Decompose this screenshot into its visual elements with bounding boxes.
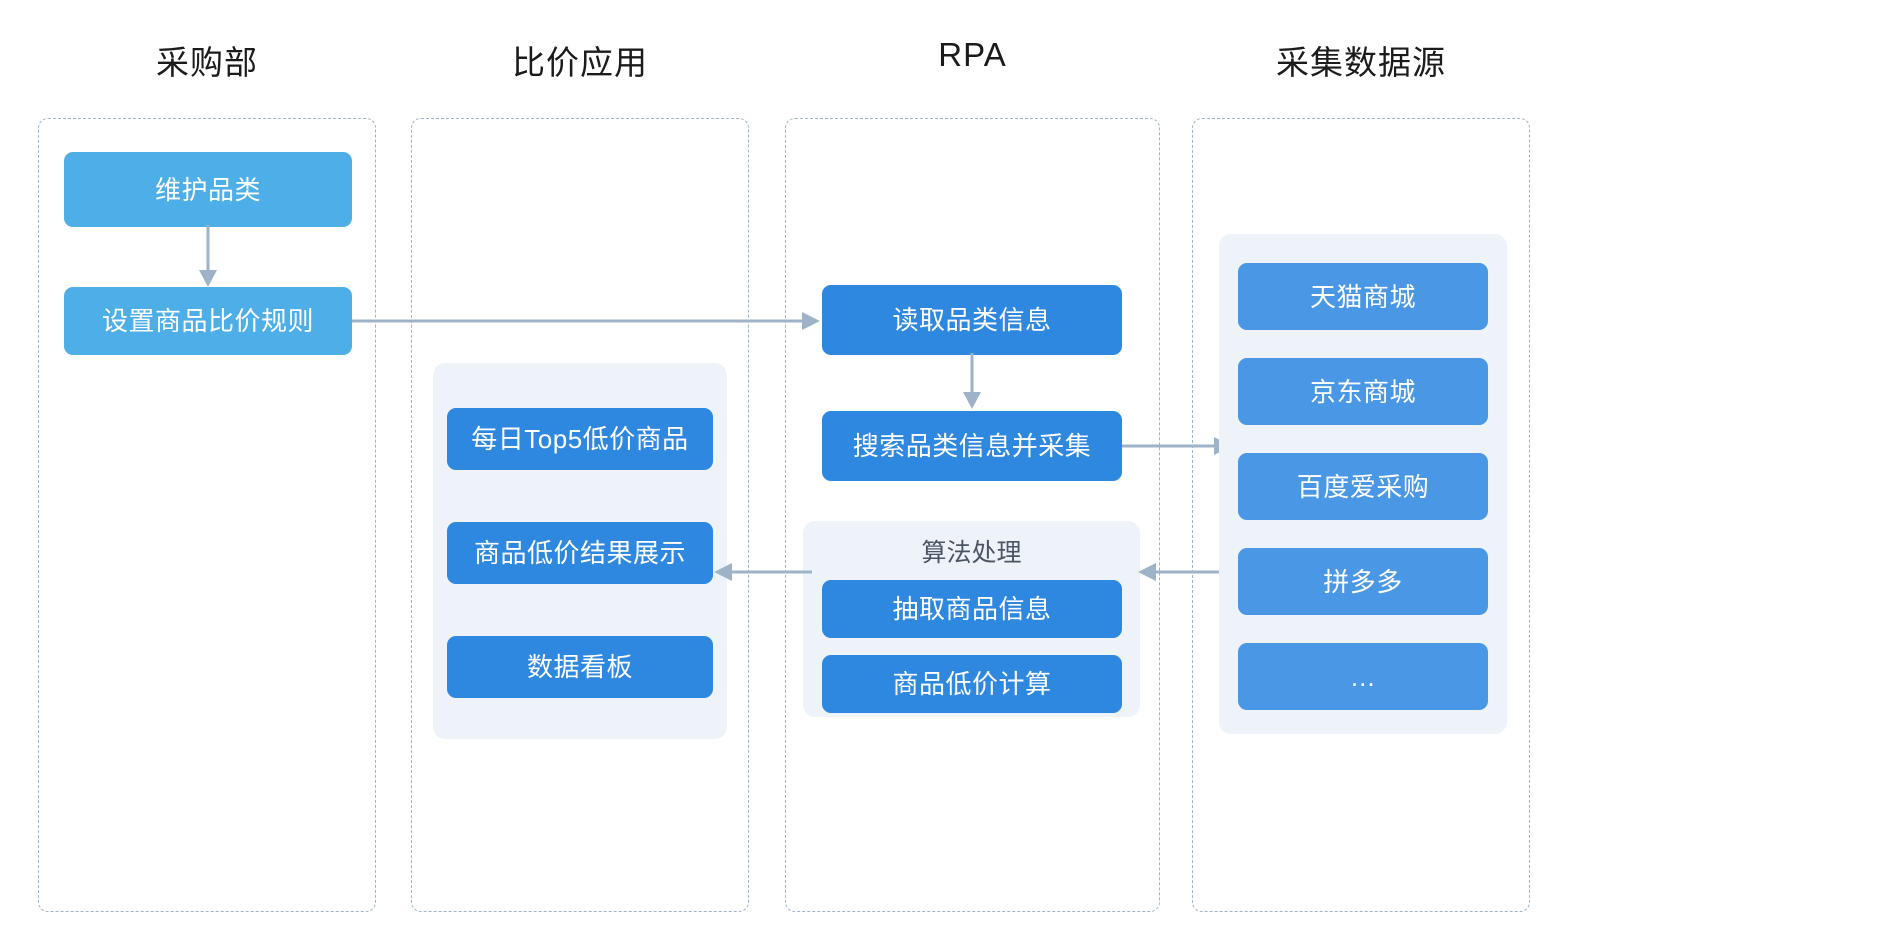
column-header-procurement: 采购部 (156, 44, 258, 81)
lane-rpa (785, 118, 1160, 912)
node-read-category-info[interactable]: 读取品类信息 (822, 285, 1122, 355)
node-maintain-category[interactable]: 维护品类 (64, 152, 352, 227)
node-set-price-rule[interactable]: 设置商品比价规则 (64, 287, 352, 355)
column-header-price-app: 比价应用 (512, 44, 648, 81)
lane-data-source (1192, 118, 1530, 912)
column-header-rpa: RPA (938, 36, 1007, 73)
node-search-collect[interactable]: 搜索品类信息并采集 (822, 411, 1122, 481)
panel-algorithm-title: 算法处理 (921, 539, 1022, 567)
node-source-more[interactable]: … (1238, 643, 1488, 710)
node-low-price-result[interactable]: 商品低价结果展示 (447, 522, 713, 584)
node-low-price-calc[interactable]: 商品低价计算 (822, 655, 1122, 713)
node-source-baidu[interactable]: 百度爱采购 (1238, 453, 1488, 520)
lane-price-app (411, 118, 749, 912)
column-header-data-source: 采集数据源 (1276, 44, 1446, 81)
node-data-dashboard[interactable]: 数据看板 (447, 636, 713, 698)
node-source-jd[interactable]: 京东商城 (1238, 358, 1488, 425)
node-source-pdd[interactable]: 拼多多 (1238, 548, 1488, 615)
node-extract-product-info[interactable]: 抽取商品信息 (822, 580, 1122, 638)
lane-procurement (38, 118, 376, 912)
node-daily-top5[interactable]: 每日Top5低价商品 (447, 408, 713, 470)
node-source-tmall[interactable]: 天猫商城 (1238, 263, 1488, 330)
